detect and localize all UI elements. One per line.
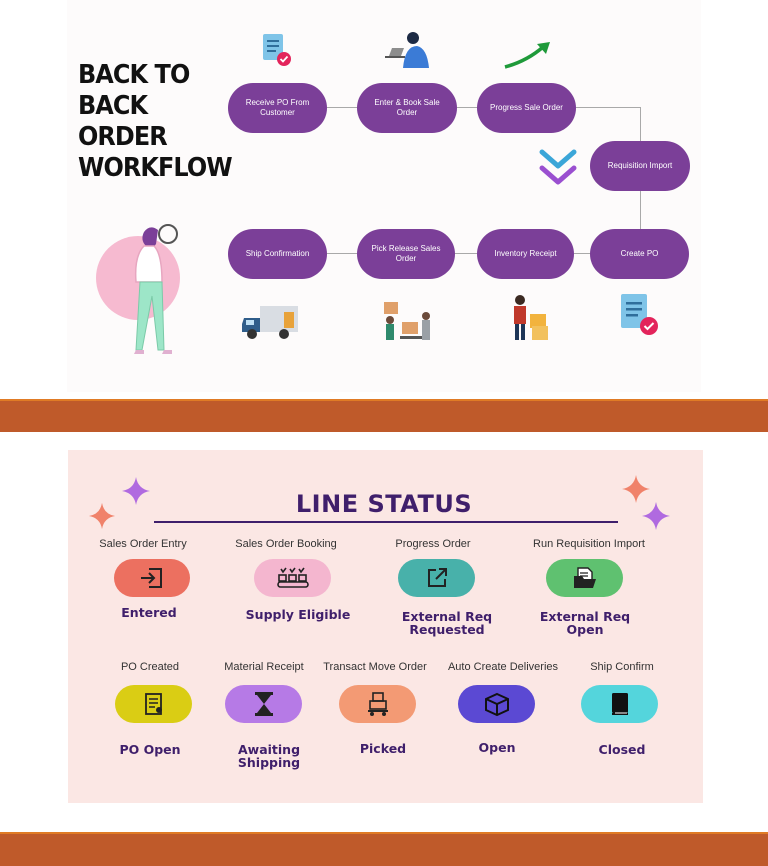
workers-boxes-icon bbox=[384, 302, 430, 340]
double-chevron-down-icon bbox=[539, 149, 577, 185]
sparkle-icon bbox=[622, 475, 650, 503]
status-badge-supply-eligible bbox=[254, 559, 331, 597]
status-badge-external-req-requested bbox=[398, 559, 475, 597]
step-enter-book-sale-order: Enter & Book Sale Order bbox=[357, 83, 457, 133]
sparkle-icon bbox=[642, 502, 670, 530]
sparkle-icon bbox=[88, 502, 116, 530]
divider-band-top bbox=[0, 399, 768, 432]
line-status-title: LINE STATUS bbox=[295, 490, 473, 518]
connector-6-7 bbox=[453, 253, 479, 254]
status-badge-picked bbox=[339, 685, 416, 723]
workflow-panel bbox=[67, 0, 701, 392]
status-label: PO Open bbox=[119, 742, 181, 757]
woman-magnifier-illustration bbox=[96, 224, 180, 354]
step-create-po: Create PO bbox=[590, 229, 689, 279]
growth-arrow-icon bbox=[504, 42, 550, 69]
connector-1-2 bbox=[325, 107, 359, 108]
connector-7-8 bbox=[325, 253, 359, 254]
status-label: Entered bbox=[121, 605, 177, 620]
step-inventory-receipt: Inventory Receipt bbox=[477, 229, 574, 279]
status-label: Awaiting Shipping bbox=[237, 742, 301, 770]
worker-crates-icon bbox=[514, 295, 548, 340]
status-step-label: PO Created bbox=[120, 661, 180, 673]
title-line-2: BACK bbox=[78, 91, 148, 121]
title-line-1: BACK TO bbox=[78, 60, 190, 90]
delivery-truck-icon bbox=[242, 306, 298, 339]
sparkle-icon bbox=[122, 477, 150, 505]
external-link-icon bbox=[427, 568, 447, 587]
status-step-label: Transact Move Order bbox=[323, 661, 427, 673]
person-laptop-icon bbox=[385, 32, 429, 68]
status-step-label: Ship Confirm bbox=[590, 661, 654, 673]
status-badge-awaiting-shipping bbox=[225, 685, 302, 723]
connector-3-4-v bbox=[640, 107, 641, 141]
conveyor-icon bbox=[276, 567, 309, 588]
connector-5-6 bbox=[572, 253, 592, 254]
status-step-label: Progress Order bbox=[395, 538, 471, 550]
title-line-3: ORDER bbox=[78, 122, 168, 152]
step-receive-po: Receive PO From Customer bbox=[228, 83, 327, 133]
step-pick-release-sales-order: Pick Release Sales Order bbox=[357, 229, 455, 279]
connector-4-5 bbox=[640, 188, 641, 230]
document-check-icon bbox=[263, 34, 291, 66]
status-badge-entered bbox=[114, 559, 190, 597]
connector-2-3 bbox=[455, 107, 479, 108]
box-icon bbox=[484, 692, 509, 717]
status-step-label: Run Requisition Import bbox=[533, 538, 645, 550]
step-requisition-import: Requisition Import bbox=[590, 141, 690, 191]
sign-in-icon bbox=[141, 568, 162, 588]
step-ship-confirmation: Ship Confirmation bbox=[228, 229, 327, 279]
status-label: Picked bbox=[359, 741, 407, 756]
line-status-panel bbox=[68, 450, 703, 803]
status-step-label: Material Receipt bbox=[224, 661, 304, 673]
status-step-label: Auto Create Deliveries bbox=[447, 661, 559, 673]
status-label: Closed bbox=[598, 742, 646, 757]
status-step-label: Sales Order Booking bbox=[235, 538, 337, 550]
workflow-title: BACK TO BACK ORDER WORKFLOW bbox=[78, 60, 233, 184]
status-label: Open bbox=[478, 740, 516, 755]
connector-3-4-h bbox=[574, 107, 640, 108]
status-badge-external-req-open bbox=[546, 559, 623, 597]
status-badge-open bbox=[458, 685, 535, 723]
title-underline bbox=[154, 521, 618, 523]
hourglass-icon bbox=[254, 692, 273, 716]
status-label: Supply Eligible bbox=[245, 607, 351, 622]
status-badge-po-open bbox=[115, 685, 192, 723]
step-progress-sale-order: Progress Sale Order bbox=[477, 83, 576, 133]
status-badge-closed bbox=[581, 685, 658, 723]
status-label: External Req Requested bbox=[401, 609, 493, 637]
document-icon bbox=[144, 693, 162, 715]
folder-document-icon bbox=[573, 567, 596, 588]
title-line-4: WORKFLOW bbox=[78, 153, 233, 183]
divider-band-bottom bbox=[0, 832, 768, 866]
status-label: External Req Open bbox=[539, 609, 631, 637]
book-icon bbox=[611, 693, 628, 715]
trolley-icon bbox=[367, 692, 388, 716]
document-check-icon-2 bbox=[621, 294, 658, 335]
status-step-label: Sales Order Entry bbox=[99, 538, 187, 550]
